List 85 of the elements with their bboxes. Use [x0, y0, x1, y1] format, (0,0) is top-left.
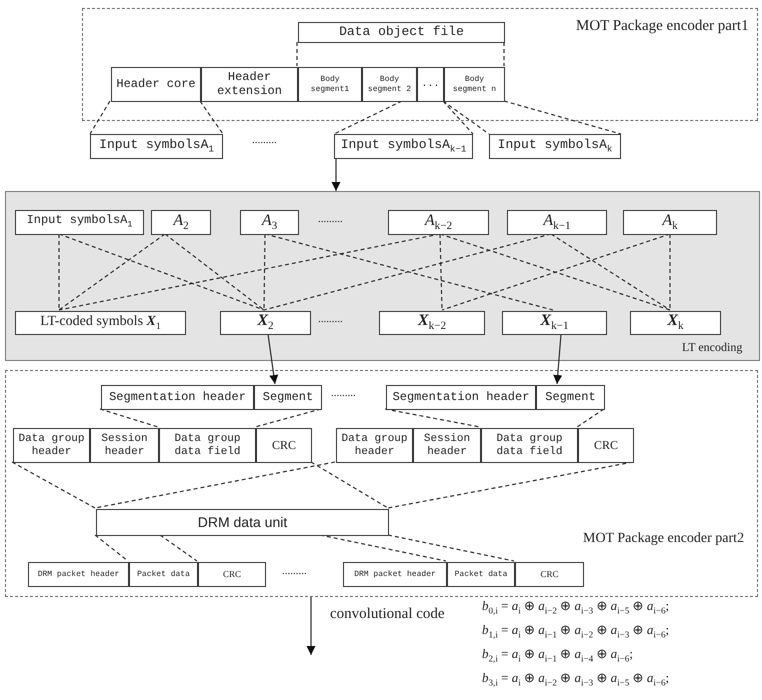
header-field: Data group data field: [159, 428, 256, 463]
symbol-box: Input symbolsA$_{1}$: [15, 210, 144, 235]
header-field: Data group data field: [481, 428, 578, 463]
symbol-box: A$_{k−2}$: [388, 210, 489, 235]
dashed-mapping-line: [669, 234, 671, 310]
dashed-mapping-line: [12, 462, 96, 508]
header-field: Segment: [536, 385, 605, 410]
header-field: CRC: [256, 428, 312, 463]
dashed-mapping-line: [550, 234, 670, 310]
symbol-box: X$_{k−2}$: [379, 311, 485, 335]
dashed-mapping-line: [160, 534, 198, 562]
header-field: Body segment 2: [362, 67, 417, 102]
group-label: LT encoding: [682, 340, 742, 355]
arrow: [306, 597, 316, 655]
header-field: CRC: [578, 428, 634, 463]
packet-field: DRM packet header: [343, 562, 447, 587]
shaded-panel: [5, 191, 760, 361]
symbol-box: A$_{k−1}$: [507, 210, 607, 235]
dashed-mapping-line: [100, 408, 158, 428]
header-field: Segmentation header: [101, 385, 254, 410]
dashed-mapping-line: [310, 462, 388, 508]
data-unit-bar: DRM data unit: [96, 509, 389, 536]
group-label: MOT Package encoder part1: [576, 18, 749, 35]
symbol-box: Input symbolsA$_{k}$: [489, 134, 621, 159]
symbol-box: X$_{k−1}$: [502, 311, 607, 335]
symbol-box: Input symbolsA$_{1}$: [90, 134, 223, 159]
symbol-box: A$_{2}$: [151, 210, 211, 235]
symbol-box: A$_{k}$: [623, 210, 717, 235]
dashed-mapping-line: [439, 234, 443, 310]
dashed-mapping-line: [503, 42, 505, 66]
equation: b$_{2,i}$ = a$_{i}$ ⊕ a$_{i−1}$ ⊕ a$_{i−4}$ ⊕ a$_{i−6}$;: [482, 646, 633, 664]
header-field: Header core: [111, 67, 201, 102]
dashed-mapping-line: [442, 100, 474, 134]
dashed-mapping-line: [164, 234, 264, 310]
symbol-box: A$_{3}$: [240, 210, 299, 235]
header-field: Header extension: [201, 67, 298, 102]
packet-field: Packet data: [129, 562, 198, 587]
dashed-mapping-line: [576, 408, 604, 428]
arrow: [332, 159, 340, 191]
dashed-mapping-line: [334, 100, 402, 134]
equation: b$_{0,i}$ = a$_{i}$ ⊕ a$_{i−2}$ ⊕ a$_{i−3}$ ⊕ a$_{i−5}$ ⊕ a$_{i−6}$;: [482, 598, 670, 616]
arrow: [267, 334, 278, 384]
header-field: Body segment n: [444, 67, 505, 102]
dashed-mapping-line: [263, 234, 266, 310]
dashed-mapping-line: [58, 234, 166, 310]
dashed-mapping-line: [94, 534, 128, 562]
dashed-group-frame: [82, 8, 758, 121]
ellipsis-dots: .........: [318, 313, 343, 325]
symbol-box: X$_{k}$: [630, 311, 721, 335]
arrow: [553, 334, 562, 384]
dashed-mapping-line: [58, 234, 60, 310]
packet-field: CRC: [515, 562, 584, 587]
equation: b$_{3,i}$ = a$_{i}$ ⊕ a$_{i−2}$ ⊕ a$_{i−3}$ ⊕ a$_{i−5}$ ⊕ a$_{i−6}$;: [482, 670, 670, 688]
dashed-mapping-line: [504, 100, 622, 135]
header-field: Data group header: [13, 428, 90, 463]
dashed-mapping-line: [90, 100, 110, 134]
header-field: Segmentation header: [386, 385, 536, 410]
dashed-mapping-line: [254, 408, 322, 428]
symbol-box: LT-coded symbols X$_{1}$: [15, 311, 186, 335]
equation: b$_{1,i}$ = a$_{i}$ ⊕ a$_{i−1}$ ⊕ a$_{i−2}$ ⊕ a$_{i−3}$ ⊕ a$_{i−6}$;: [482, 622, 670, 640]
dashed-mapping-line: [384, 408, 480, 428]
header-field: Data group header: [336, 428, 413, 463]
ellipsis-field: ...: [417, 67, 444, 102]
symbol-box: X$_{2}$: [220, 311, 311, 335]
ellipsis-dots: .........: [331, 387, 356, 399]
ellipsis-dots: .........: [282, 565, 307, 577]
ellipsis-dots: .........: [252, 134, 277, 146]
dashed-mapping-line: [296, 42, 298, 66]
ellipsis-dots: .........: [318, 213, 343, 225]
dashed-mapping-line: [94, 461, 336, 509]
symbol-box: Input symbolsA$_{k−1}$: [334, 134, 473, 159]
dashed-mapping-line: [442, 100, 490, 134]
dashed-mapping-line: [58, 233, 264, 311]
packet-field: DRM packet header: [28, 562, 129, 587]
group-label: MOT Package encoder part2: [583, 531, 744, 547]
file-bar: Data object file: [298, 22, 505, 43]
packet-field: Packet data: [447, 562, 515, 587]
dashed-mapping-line: [388, 534, 514, 562]
packet-field: CRC: [198, 562, 266, 587]
header-field: Session header: [413, 428, 481, 463]
dashed-group-frame: [5, 370, 758, 597]
dashed-mapping-line: [200, 100, 224, 134]
header-field: Body segment1: [298, 67, 362, 102]
header-field: Session header: [90, 428, 159, 463]
header-field: Segment: [254, 385, 322, 410]
